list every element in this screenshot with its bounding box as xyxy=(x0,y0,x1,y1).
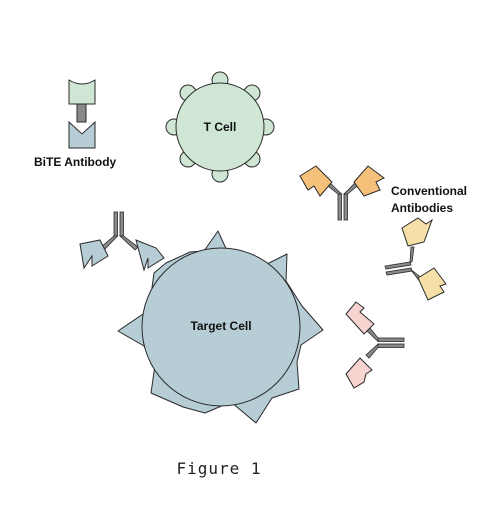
bite-label: BiTE Antibody xyxy=(34,155,117,169)
conventional-label-line2: Antibodies xyxy=(391,201,453,215)
antibody-blue-fab-right xyxy=(135,239,165,272)
target-cell-body xyxy=(141,247,301,407)
figure-caption: Figure 1 xyxy=(176,459,261,478)
t-cell xyxy=(165,71,275,183)
antibody-pink-fab-upper xyxy=(345,301,375,335)
t-cell-body xyxy=(175,82,265,172)
antibody-yellow xyxy=(384,217,447,301)
antibody-orange-fab-left xyxy=(299,165,333,197)
t-cell-label: T Cell xyxy=(204,120,237,134)
antibody-blue-fab-left xyxy=(79,239,109,270)
antibody-pink xyxy=(345,301,405,389)
conventional-label-line1: Conventional xyxy=(391,184,467,198)
target-cell-label: Target Cell xyxy=(190,319,251,333)
bite-bottom-segment xyxy=(68,120,96,149)
bite-linker xyxy=(76,103,87,123)
antibody-yellow-fab-upper xyxy=(401,217,433,247)
antibody-orange-fab-right xyxy=(353,165,385,197)
antibody-orange xyxy=(299,165,385,221)
antibody-yellow-fab-lower xyxy=(417,267,447,301)
target-cell xyxy=(117,230,324,424)
bite-top-segment xyxy=(68,79,96,105)
bite-antibody xyxy=(68,79,96,149)
antibody-pink-fab-lower xyxy=(345,357,373,389)
antibody-blue xyxy=(79,211,165,272)
